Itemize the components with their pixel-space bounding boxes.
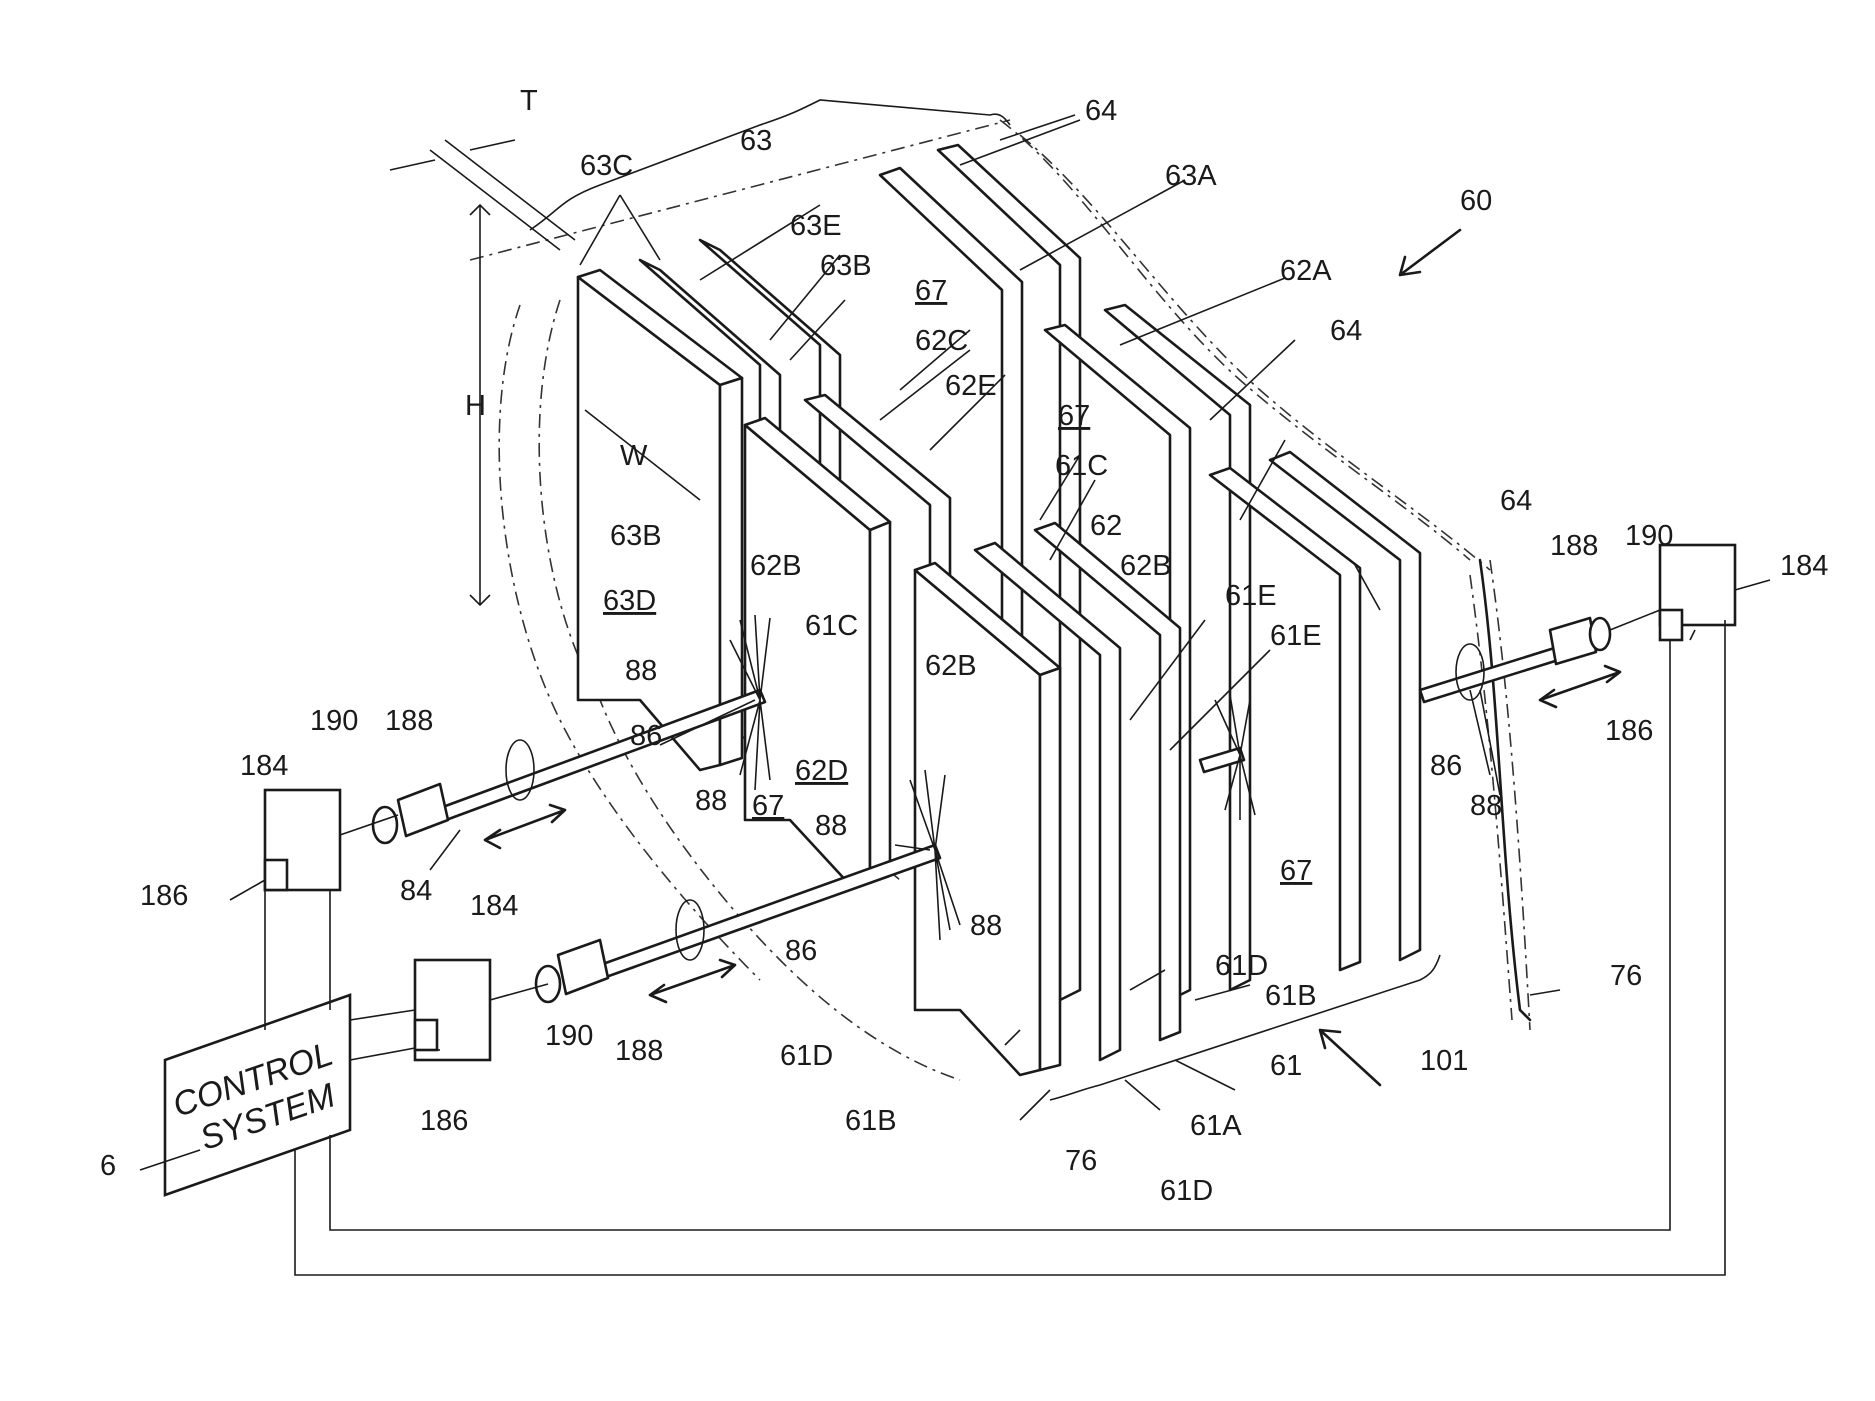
label-63D: 63D [603, 585, 656, 617]
label-H: H [465, 390, 486, 422]
dim-T [390, 140, 575, 250]
collar-188-left [398, 784, 448, 836]
label-62: 62 [1090, 510, 1122, 542]
actuator-186-lower [415, 1020, 437, 1050]
actuator-186-left [265, 860, 287, 890]
label-T: T [520, 85, 538, 117]
label-186: 186 [1605, 715, 1653, 747]
collar-188-right [1550, 618, 1596, 664]
label-61D: 61D [1160, 1175, 1213, 1207]
label-86: 86 [630, 720, 662, 752]
label-184: 184 [240, 750, 288, 782]
label-88: 88 [625, 655, 657, 687]
arrow-60 [1400, 230, 1460, 275]
label-88: 88 [970, 910, 1002, 942]
label-61B: 61B [845, 1105, 897, 1137]
label-61E: 61E [1225, 580, 1277, 612]
label-63A: 63A [1165, 160, 1217, 192]
collar-188-lower [558, 940, 608, 994]
label-67: 67 [915, 275, 947, 307]
label-188: 188 [385, 705, 433, 737]
label-88: 88 [695, 785, 727, 817]
label-62E: 62E [945, 370, 997, 402]
label-67: 67 [1280, 855, 1312, 887]
label-88: 88 [1470, 790, 1502, 822]
label-188: 188 [1550, 530, 1598, 562]
wire-9 [1610, 610, 1660, 630]
label-61D: 61D [780, 1040, 833, 1072]
label-101: 101 [1420, 1045, 1468, 1077]
label-76: 76 [1610, 960, 1642, 992]
label-64: 64 [1330, 315, 1362, 347]
collar-190-right [1590, 618, 1610, 650]
label-63E: 63E [790, 210, 842, 242]
label-67: 67 [752, 790, 784, 822]
label-62B: 62B [1120, 550, 1172, 582]
translate-arrow-2 [650, 960, 735, 1002]
arrow-101 [1320, 1030, 1380, 1085]
label-184: 184 [470, 890, 518, 922]
label-64: 64 [1500, 485, 1532, 517]
label-61C: 61C [805, 610, 858, 642]
label-190: 190 [1625, 520, 1673, 552]
wire-3 [350, 1010, 415, 1020]
label-188: 188 [615, 1035, 663, 1067]
translate-arrow-3 [1540, 666, 1620, 707]
label-61B: 61B [1265, 980, 1317, 1012]
label-63B: 63B [820, 250, 872, 282]
label-76: 76 [1065, 1145, 1097, 1177]
label-61E: 61E [1270, 620, 1322, 652]
label-W: W [620, 440, 648, 472]
rod-lower-left [600, 845, 940, 977]
label-63B: 63B [610, 520, 662, 552]
label-186: 186 [140, 880, 188, 912]
label-186: 186 [420, 1105, 468, 1137]
label-190: 190 [310, 705, 358, 737]
label-60: 60 [1460, 185, 1492, 217]
label-62D: 62D [795, 755, 848, 787]
label-63: 63 [740, 125, 772, 157]
rack-61 [915, 452, 1420, 1075]
collar-190-left [373, 807, 397, 843]
wire-4 [350, 1048, 415, 1060]
label-62C: 62C [915, 325, 968, 357]
label-61A: 61A [1190, 1110, 1242, 1142]
actuator-186-right [1660, 610, 1682, 640]
label-61C: 61C [1055, 450, 1108, 482]
label-61: 61 [1270, 1050, 1302, 1082]
label-86: 86 [1430, 750, 1462, 782]
label-67: 67 [1058, 400, 1090, 432]
label-63C: 63C [580, 150, 633, 182]
label-62B: 62B [925, 650, 977, 682]
label-184: 184 [1780, 550, 1828, 582]
label-62A: 62A [1280, 255, 1332, 287]
label-6: 6 [100, 1150, 116, 1182]
translate-arrow-1 [485, 805, 565, 848]
label-61D: 61D [1215, 950, 1268, 982]
label-84: 84 [400, 875, 432, 907]
label-62B: 62B [750, 550, 802, 582]
label-86: 86 [785, 935, 817, 967]
label-88: 88 [815, 810, 847, 842]
label-64: 64 [1085, 95, 1117, 127]
label-190: 190 [545, 1020, 593, 1052]
